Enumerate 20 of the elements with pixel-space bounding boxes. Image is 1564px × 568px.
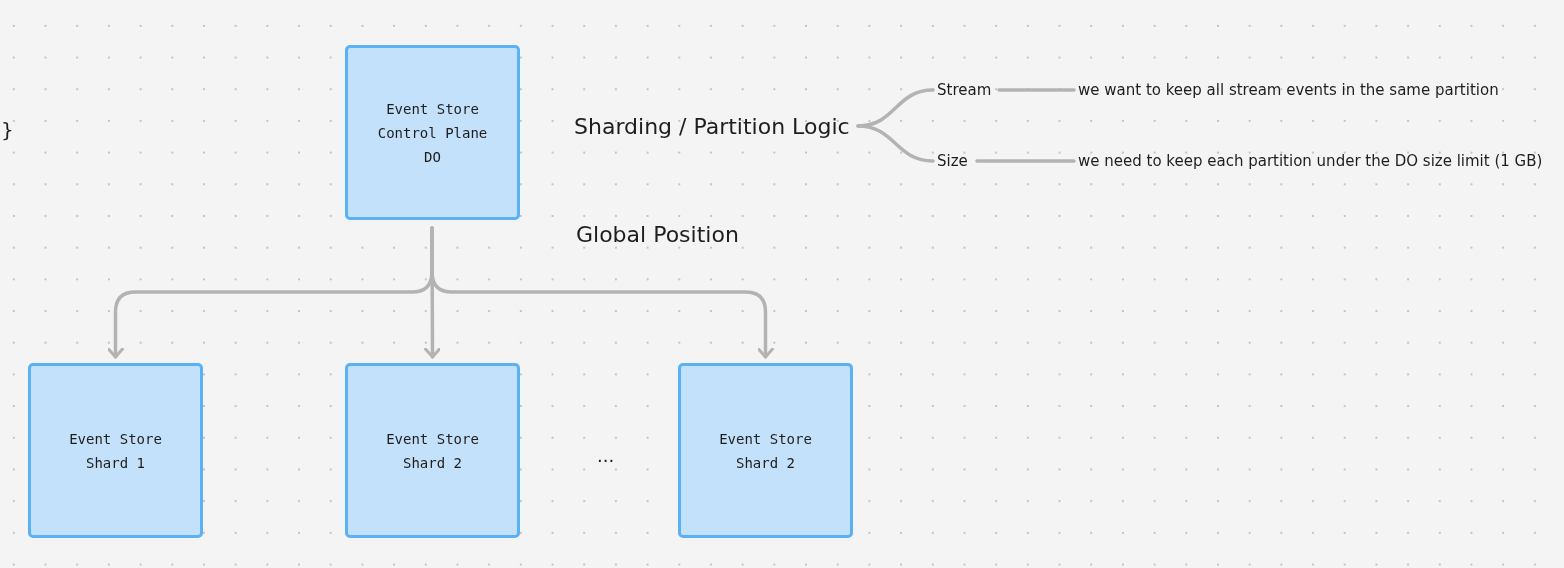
arrow bbox=[430, 226, 774, 359]
process-box bbox=[28, 363, 203, 538]
node-text: we want to keep all stream events in the same partition bbox=[1078, 81, 1499, 99]
node-label: Event Store Shard 2 bbox=[385, 429, 480, 473]
label-text: Global Position bbox=[576, 222, 739, 247]
node-label: Event Store Control Plane DO bbox=[376, 99, 489, 167]
node-label: Event Store Shard 2 bbox=[718, 429, 813, 473]
process-box bbox=[678, 363, 853, 538]
ellipsis: ... bbox=[597, 445, 615, 466]
connector-line bbox=[856, 124, 935, 163]
process-box bbox=[345, 45, 520, 220]
process-box bbox=[345, 363, 520, 538]
label-text: } bbox=[1, 118, 14, 142]
node-label: Event Store Shard 1 bbox=[68, 429, 163, 473]
node-text: we need to keep each partition under the DO size limit (1 GB) bbox=[1078, 152, 1543, 170]
node-text: Sharding / Partition Logic bbox=[574, 113, 850, 139]
node-text: Size bbox=[937, 152, 968, 170]
connector-line bbox=[975, 159, 1076, 163]
connector-line bbox=[997, 88, 1076, 92]
node-text: Stream bbox=[937, 81, 992, 99]
